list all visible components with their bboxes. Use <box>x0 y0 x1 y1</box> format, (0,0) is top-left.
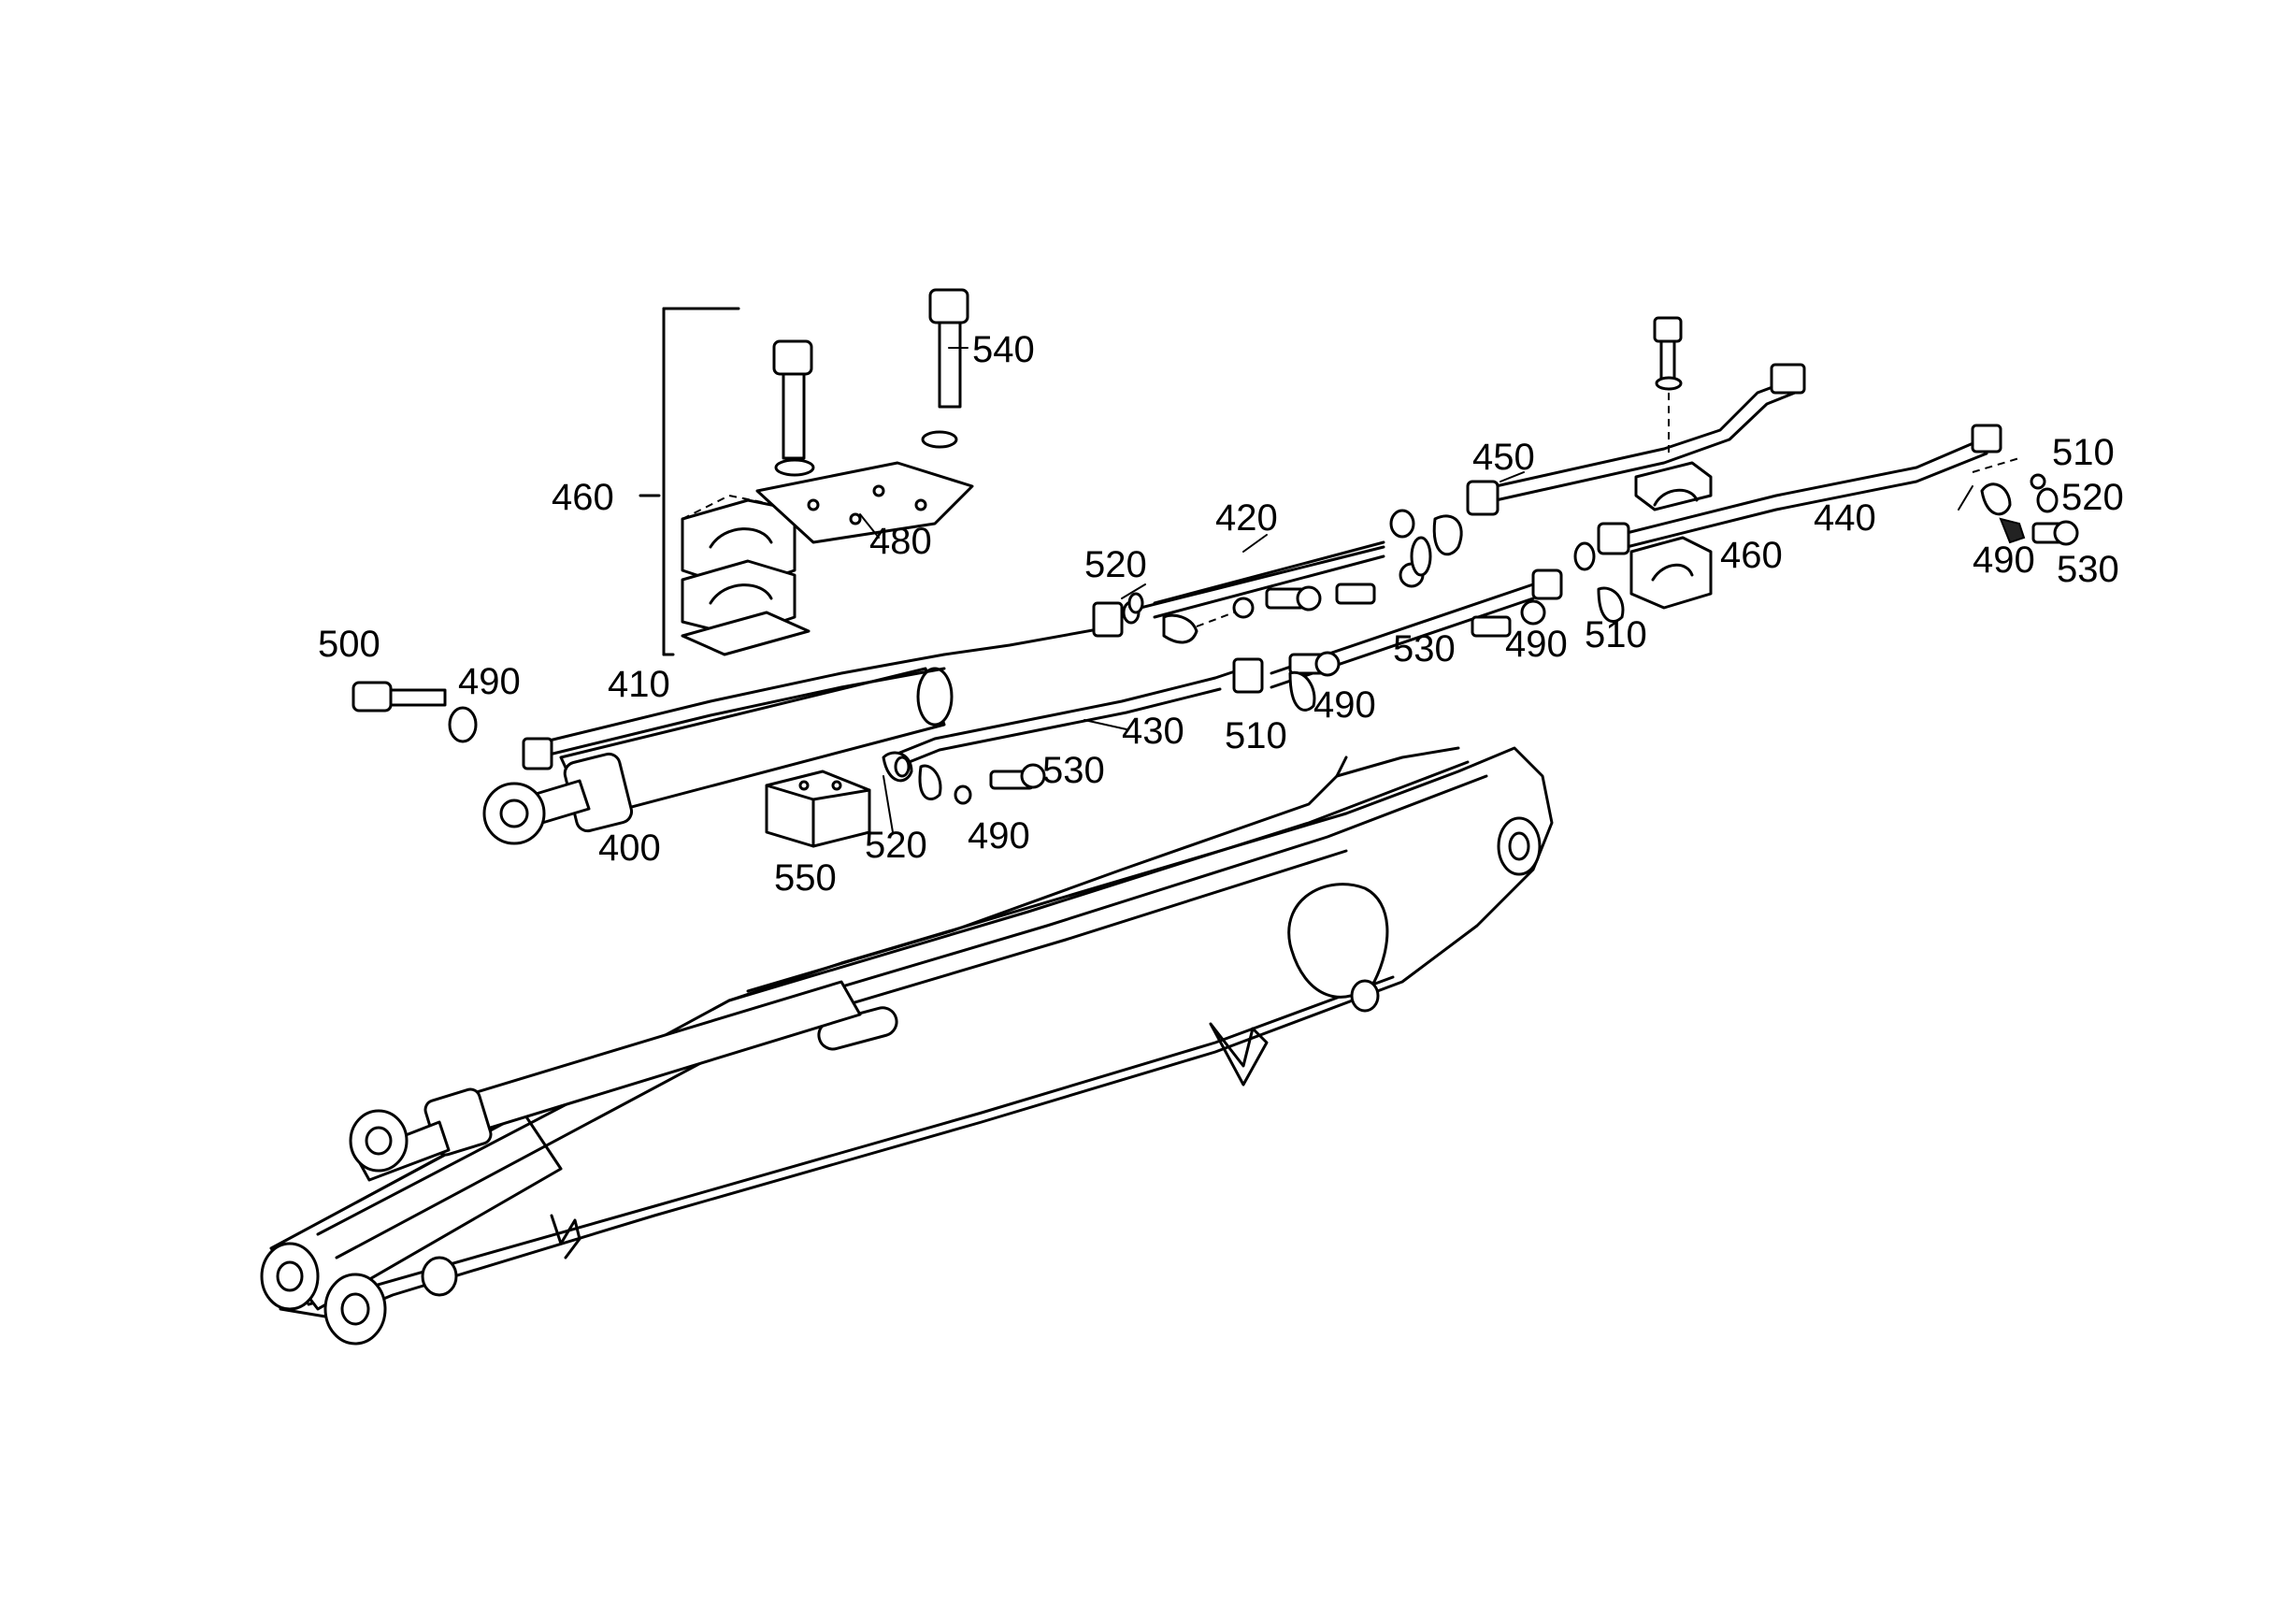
label-490-right: 490 <box>1973 540 2035 581</box>
label-520-right: 520 <box>2061 477 2124 518</box>
block-550 <box>765 770 871 848</box>
label-530-middle: 530 <box>1393 628 1456 669</box>
label-440: 440 <box>1814 497 1876 539</box>
callout-labels: 540 460 480 450 420 520 500 490 410 430 … <box>318 329 2124 899</box>
leader-lines <box>859 347 1973 833</box>
label-500: 500 <box>318 624 380 665</box>
label-490-bottom: 490 <box>968 815 1030 856</box>
hose-420 <box>1092 509 1415 638</box>
fittings-cluster <box>352 457 2079 805</box>
label-420: 420 <box>1215 497 1278 539</box>
clamp-460-right <box>1629 316 1713 610</box>
label-490-left: 490 <box>458 661 521 702</box>
label-480: 480 <box>869 521 932 562</box>
label-430: 430 <box>1122 711 1184 752</box>
bolt-540 <box>921 288 969 449</box>
label-540: 540 <box>972 329 1035 370</box>
label-410: 410 <box>608 664 670 705</box>
label-520-bottom: 520 <box>865 825 927 866</box>
tube-410 <box>522 615 1105 770</box>
label-510-middle: 510 <box>1225 715 1287 756</box>
label-490-middle: 490 <box>1313 684 1376 726</box>
hose-450 <box>1466 363 1806 516</box>
label-530-right: 530 <box>2057 549 2119 590</box>
hose-440 <box>1597 424 2002 555</box>
label-520-top: 520 <box>1084 544 1147 585</box>
bracket-460 <box>639 307 740 656</box>
label-550: 550 <box>774 857 837 899</box>
boom-arm <box>260 746 1554 1346</box>
label-510-middle-right: 510 <box>1585 614 1647 655</box>
clamp-460-left <box>681 461 974 656</box>
bolt-460 <box>772 339 815 477</box>
label-460-left: 460 <box>552 477 614 518</box>
label-460-right: 460 <box>1720 535 1783 576</box>
label-510-right: 510 <box>2052 432 2115 473</box>
hose-430 <box>886 569 1563 770</box>
label-400: 400 <box>598 828 661 869</box>
label-490-middle-right: 490 <box>1505 624 1568 665</box>
label-530-bottom: 530 <box>1042 750 1105 791</box>
cylinder-400 <box>482 667 954 845</box>
label-450: 450 <box>1472 437 1535 478</box>
